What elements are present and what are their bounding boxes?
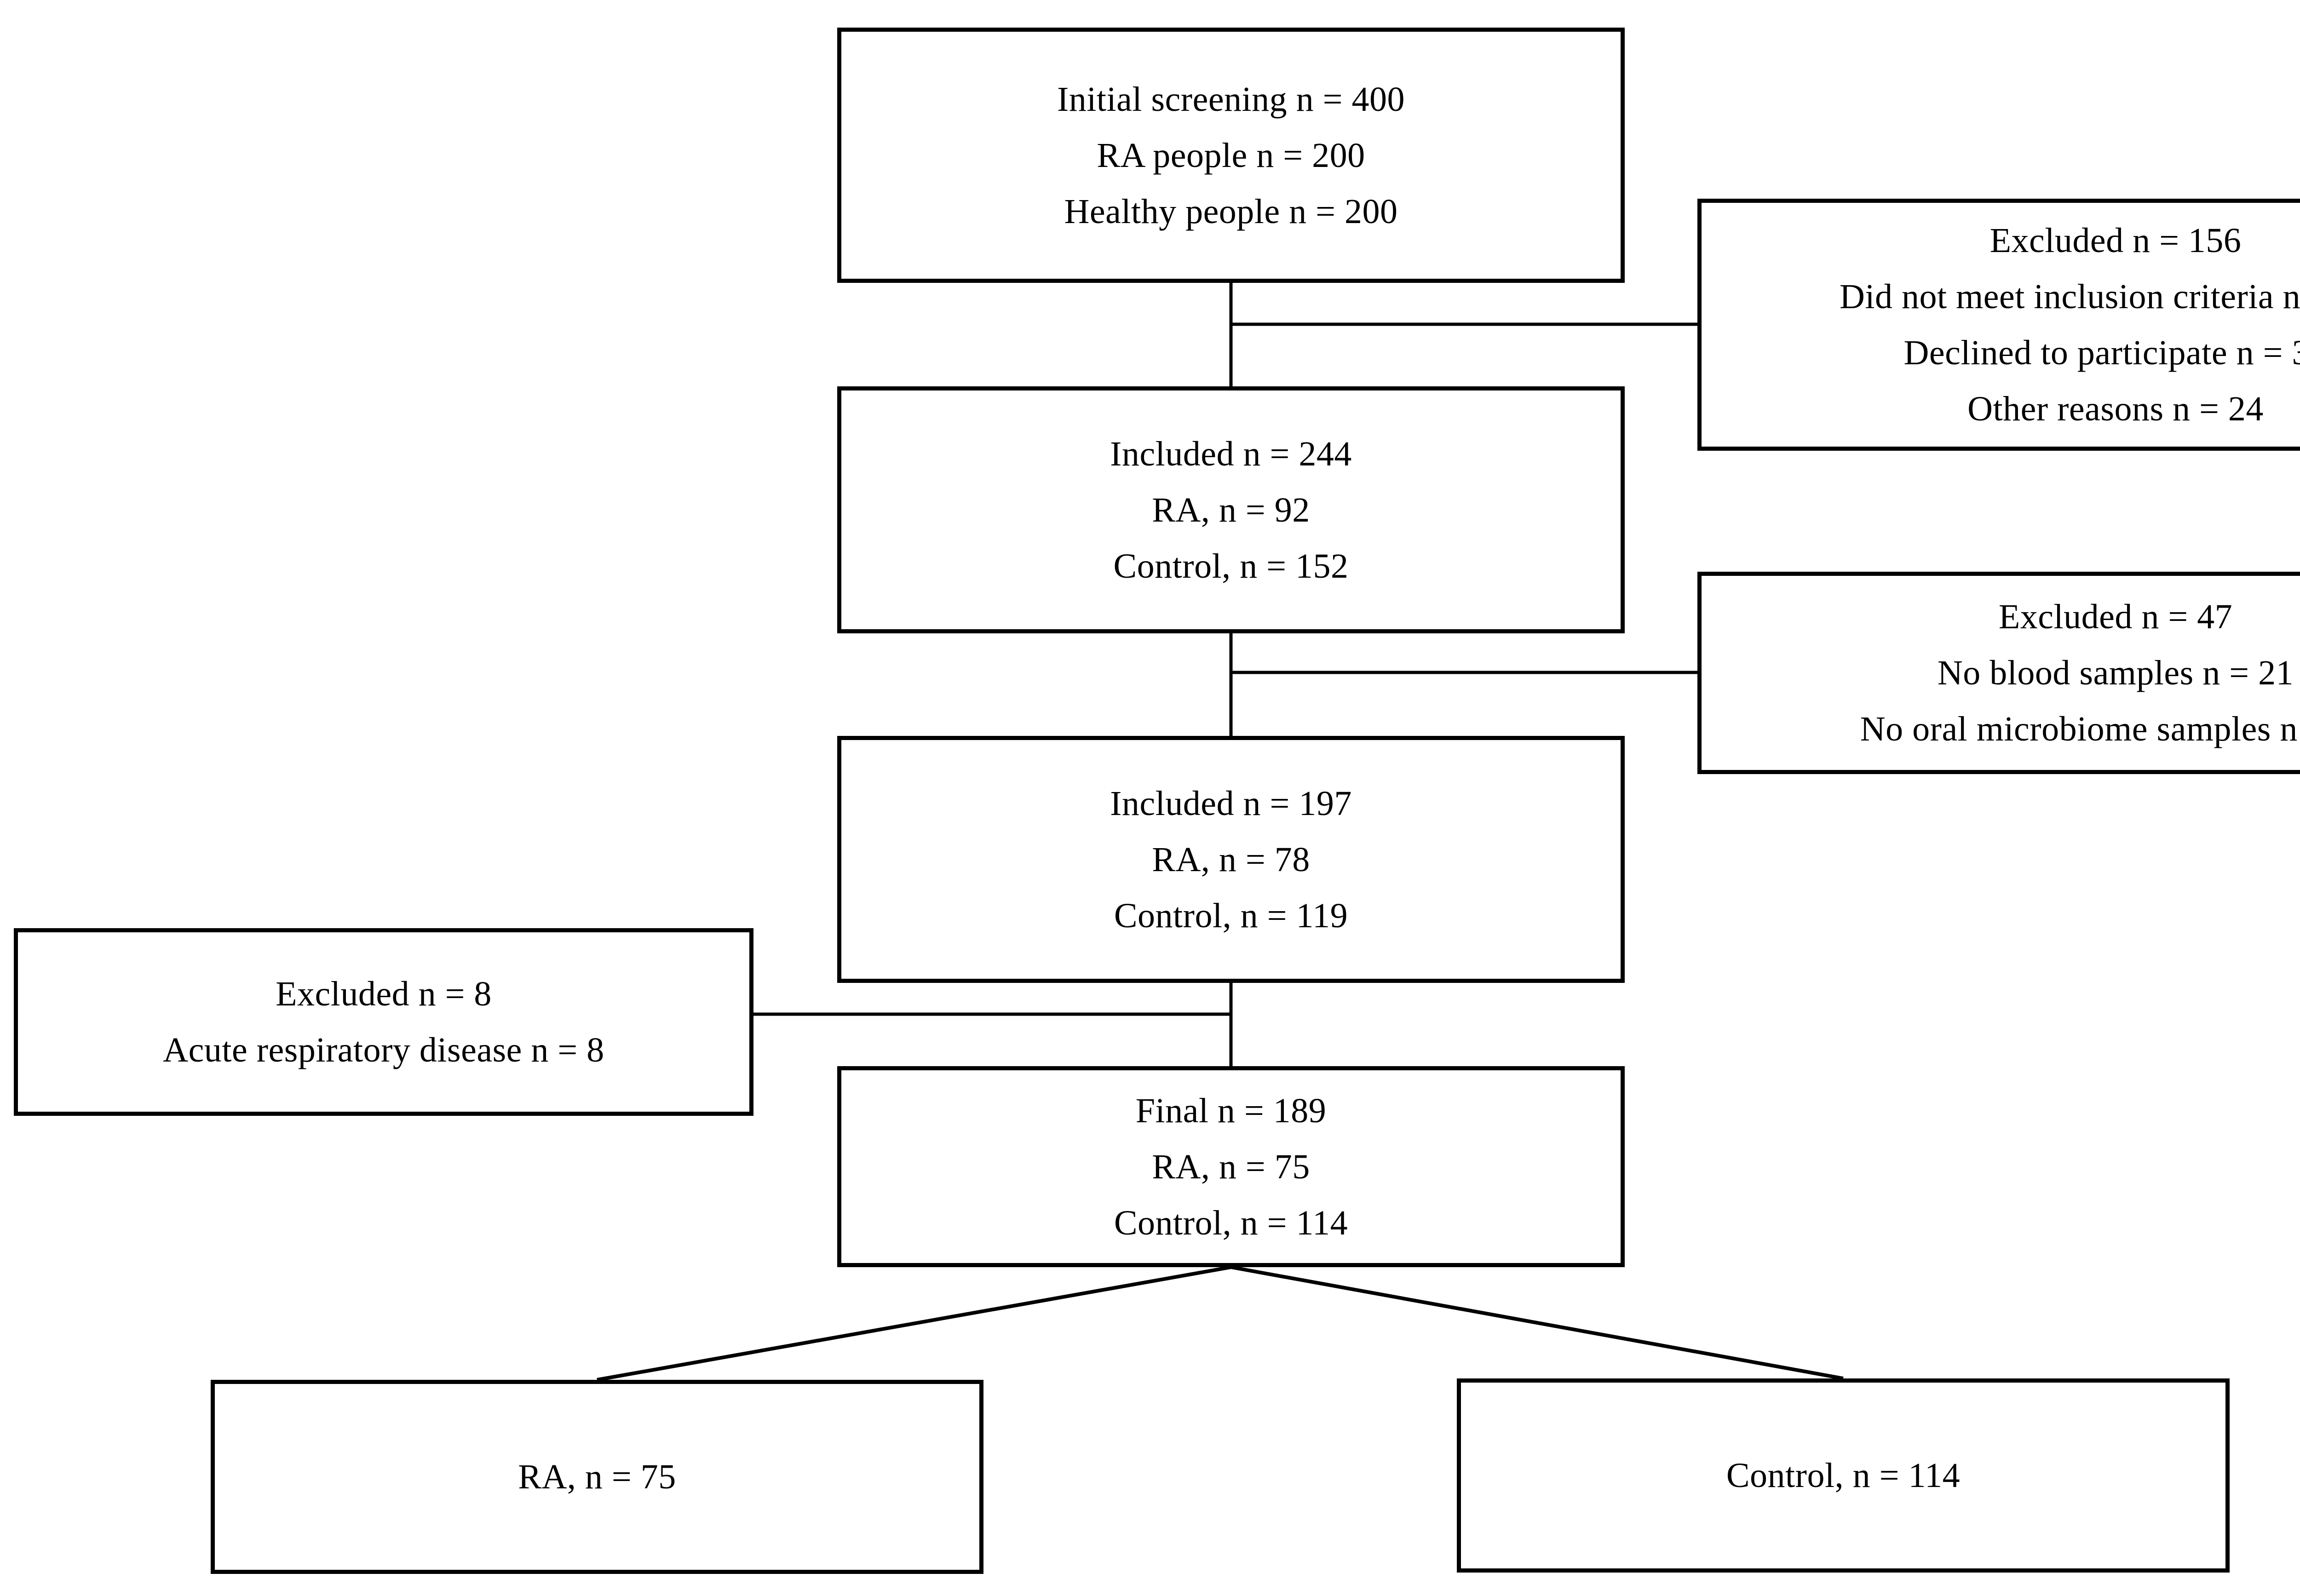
ra-group-box: RA, n = 75 [211, 1380, 983, 1574]
control-group-box-line-1: Control, n = 114 [1726, 1456, 1961, 1495]
excluded-8-box-line-1: Excluded n = 8 [276, 975, 492, 1013]
excluded-156-box-line-1: Excluded n = 156 [1990, 221, 2242, 260]
excluded-156-box-line-2: Did not meet inclusion criteria n = 102 [1840, 277, 2300, 316]
included-244-box-line-1: Included n = 244 [1110, 434, 1352, 473]
excluded-8-box: Excluded n = 8 Acute respiratory disease … [14, 928, 753, 1116]
excluded-47-box-line-1: Excluded n = 47 [1998, 597, 2233, 636]
initial-screening-box-line-1: Initial screening n = 400 [1057, 80, 1405, 119]
initial-screening-box-line-2: RA people n = 200 [1097, 136, 1365, 175]
excluded-47-box-line-3: No oral microbiome samples n = 26 [1860, 710, 2300, 748]
ra-group-box-line-1: RA, n = 75 [518, 1458, 676, 1496]
included-197-box-line-3: Control, n = 119 [1114, 896, 1348, 935]
final-189-box-line-3: Control, n = 114 [1114, 1203, 1348, 1242]
excluded-47-box: Excluded n = 47 No blood samples n = 21 No… [1697, 572, 2300, 774]
excluded-156-box-line-4: Other reasons n = 24 [1967, 390, 2264, 428]
included-244-box-line-3: Control, n = 152 [1113, 546, 1349, 586]
excluded-156-box-line-3: Declined to participate n = 30 [1903, 333, 2300, 372]
connector-final-to-ra-group [597, 1265, 1231, 1382]
initial-screening-box: Initial screening n = 400 RA people n = 2… [837, 28, 1625, 283]
included-197-box-line-1: Included n = 197 [1110, 784, 1352, 823]
control-group-box: Control, n = 114 [1457, 1378, 2230, 1573]
included-197-box-line-2: RA, n = 78 [1152, 840, 1310, 879]
final-189-box-line-2: RA, n = 75 [1152, 1147, 1310, 1186]
final-189-box-line-1: Final n = 189 [1135, 1091, 1327, 1130]
excluded-8-box-line-2: Acute respiratory disease n = 8 [163, 1031, 604, 1069]
initial-screening-box-line-3: Healthy people n = 200 [1064, 192, 1398, 231]
included-244-box-line-2: RA, n = 92 [1152, 490, 1310, 529]
excluded-47-box-line-2: No blood samples n = 21 [1937, 654, 2294, 692]
connector-final-to-control-group [1230, 1265, 1844, 1380]
